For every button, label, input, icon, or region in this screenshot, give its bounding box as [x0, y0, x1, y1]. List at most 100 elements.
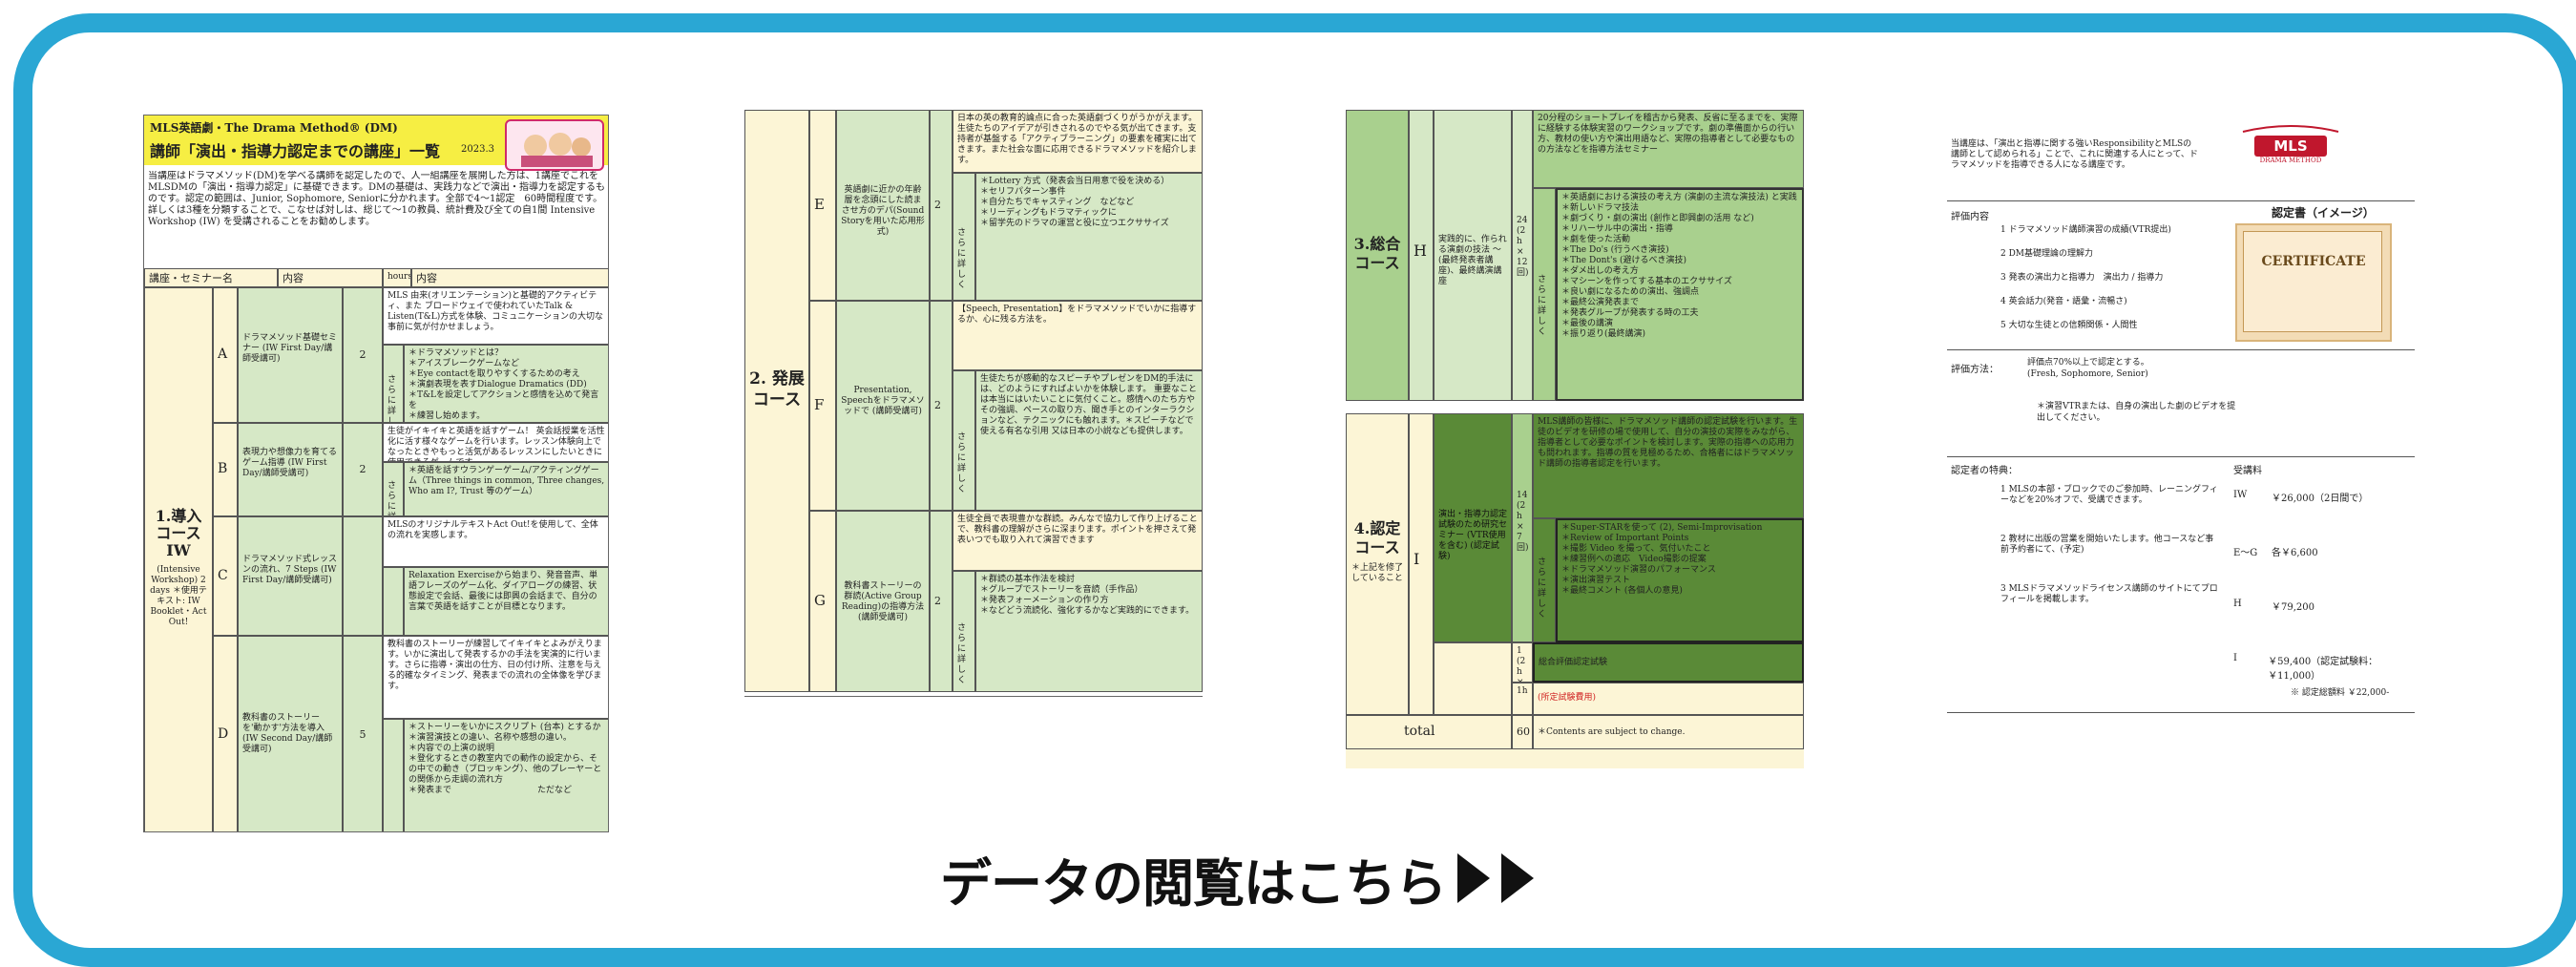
doc1-course-cell: 1.導入コースIW (Intensive Workshop) 2 days ＊使… — [144, 287, 213, 831]
doc4-perks: 1 MLSの本部・ブロックでのご参加時、レーニングフィーなどを20%オフで、受講… — [2000, 485, 2220, 634]
doc2-row-bullets: ＊群読の基本作法を検討 ＊グループでストーリーを音読（手作品） ＊発表フォーメー… — [975, 571, 1203, 692]
doc1-row-desc: 教科書のストーリーが練習してイキイキとよみがえります。いかに演出して発表するかの… — [383, 636, 608, 719]
doc4-eval-item: 1 ドラマメソッド講師演習の成績(VTR提出) — [2000, 225, 2171, 235]
doc3-course1-name: 3.総合コース — [1353, 235, 1401, 272]
doc1-course-sub: (Intensive Workshop) 2 days ＊使用テキスト: IW … — [150, 565, 207, 627]
doc4-rule-3 — [1947, 456, 2415, 457]
doc3-side1: さらに詳しく — [1533, 188, 1556, 401]
doc1-row-hours — [343, 516, 383, 636]
doc4-fee-code: H — [2233, 599, 2242, 609]
doc1-header-detail: 内容 — [411, 268, 608, 287]
doc3-side2: さらに詳しく — [1533, 518, 1556, 642]
doc2-row-code: G — [809, 511, 836, 692]
doc4-certification: 当講座は、「演出と指導に関する強いResponsibilityとMLSの講師とし… — [1947, 122, 2415, 716]
doc4-section1: 評価内容 — [1951, 212, 1989, 222]
doc4-logo-sub: DRAMA METHOD — [2259, 157, 2322, 164]
doc4-fee-price: ￥79,200 — [2272, 602, 2314, 613]
doc2-row-desc: 【Speech, Presentation】をドラマメソッドでいかに指導するか、… — [953, 301, 1203, 370]
doc3-title1: 実践的に、作られる演劇の技法 〜 (最終発表者講座)、最終講演講座 — [1434, 110, 1512, 401]
doc2-row-title: Presentation, Speechをドラマメソッドで (講師受講可) — [836, 301, 930, 511]
doc4-fee-price: ￥59,400（認定試験料：￥11,000） — [2268, 657, 2378, 682]
doc4-eval-item: 3 発表の演出力と指導力 演出力 / 指導力 — [2000, 273, 2164, 283]
doc4-fee-row: E〜G 各￥6,600 — [2233, 544, 2415, 558]
doc2-row-side: さらに詳しく — [953, 370, 975, 511]
doc1-row-desc: MLS 由来(オリエンテーション)と基礎的アクティビティ、また ブロードウェイで… — [383, 287, 608, 345]
view-data-label: データの閲覧はこちら — [940, 852, 1447, 914]
doc3-course2-name: 4.認定コース — [1353, 519, 1401, 557]
doc1-course-list: MLS英語劇・The Drama Method® (DM) 講師「演出・指導力認… — [143, 115, 609, 832]
doc2-row-desc: 日本の英の教育的論点に合った英語劇づくりがうかがえます。生徒たちのアイデアが引き… — [953, 110, 1203, 173]
doc1-row-code: D — [213, 636, 238, 831]
doc3-row4-hours: 1h — [1512, 683, 1533, 715]
doc1-row-hours: 2 — [343, 287, 383, 423]
doc1-photo — [505, 119, 604, 171]
doc2-row-bullets: 生徒たちが感動的なスピーチやプレゼンをDM的手法には、どのようにすればよいかを体… — [975, 370, 1203, 511]
doc4-section3: 認定者の特典： — [1951, 466, 2018, 476]
doc1-row-title: 教科書のストーリーを'動かす'方法を導入 (IW Second Day/講師受講… — [238, 636, 343, 831]
doc4-fee-price: 各￥6,600 — [2272, 548, 2318, 558]
doc4-eval-item: 2 DM基礎理論の理解力 — [2000, 249, 2094, 259]
doc4-perk-item: 1 MLSの本部・ブロックでのご参加時、レーニングフィーなどを20%オフで、受講… — [2000, 485, 2218, 505]
doc4-cert-heading: 認定書（イメージ） — [2272, 206, 2375, 220]
doc4-fee-row: IW ￥26,000（2日間で） — [2233, 490, 2415, 504]
doc1-row-side — [383, 567, 404, 636]
doc4-eval-text: 評価点70%以上で認定とする。 (Fresh, Sophomore, Senio… — [2027, 358, 2149, 379]
doc3-blank-cell — [1434, 642, 1512, 715]
doc4-rule-2 — [1947, 349, 2415, 350]
doc4-fee-price: ￥26,000（2日間で） — [2272, 494, 2369, 504]
doc2-row-bullets: ＊Lottery 方式（発表会当日用意で役を決める） ＊セリフパターン事件 ＊自… — [975, 173, 1203, 301]
doc1-heading: 講師「演出・指導力認定までの講座」一覧 — [150, 142, 441, 160]
doc4-perk-item: 2 教材に出版の営業を開始いたします。他コースなど事前予約者にて、(予定) — [2000, 535, 2214, 555]
doc2-course-name: 2. 発展コース — [749, 369, 805, 410]
doc1-row-desc: 生徒がイキイキと英語を話すゲーム！ 英会話授業を活性化に活す様々なゲームを行いま… — [383, 423, 608, 462]
doc1-row-title: ドラマメソッド基礎セミナー (IW First Day/講師受講可) — [238, 287, 343, 423]
doc2-row-side: さらに詳しく — [953, 571, 975, 692]
doc1-row-code: C — [213, 516, 238, 636]
doc3-row3-text: 総合評価認定試験 — [1533, 642, 1804, 683]
doc3-course1-cell: 3.総合コース — [1346, 110, 1409, 401]
doc4-cert-image: CERTIFICATE — [2235, 223, 2392, 342]
doc4-logo: MLS DRAMA METHOD — [2233, 124, 2348, 168]
doc4-eval-item: 5 大切な生徒との信頼関係・人間性 — [2000, 321, 2138, 330]
doc3-row4-text: (所定試験費用) — [1533, 683, 1804, 715]
doc4-fee-code: E〜G — [2233, 548, 2258, 558]
doc1-row-side — [383, 719, 404, 831]
doc1-row-hours: 5 — [343, 636, 383, 831]
doc2-row-hours: 2 — [930, 301, 953, 511]
doc3-bullets1: ＊英語劇における演技の考え方 (演劇の主流な演技法) と実践 ＊新しいドラマ技法… — [1556, 188, 1804, 401]
doc1-row-desc: MLSのオリジナルテキストAct Out!を使用して、全体の流れを実感します。 — [383, 516, 608, 567]
doc4-fee-code: IW — [2233, 490, 2248, 500]
view-data-link[interactable]: データの閲覧はこちら — [940, 845, 1627, 914]
doc3-total-label: total — [1346, 715, 1512, 749]
doc4-section2: 評価方法： — [1951, 365, 1999, 375]
doc4-fee-code: I — [2233, 653, 2237, 663]
doc3-advanced-course: 3.総合コース H 実践的に、作られる演劇の技法 〜 (最終発表者講座)、最終講… — [1346, 110, 1804, 778]
doc3-course2-sub: ＊上記を修了していること — [1351, 563, 1403, 583]
doc2-course-cell: 2. 発展コース — [744, 110, 809, 692]
doc4-fee-row: H ￥79,200 — [2233, 599, 2415, 613]
doc3-title2: 演出・指導力認定試験のため研究セミナー (VTR使用を含む) (認定試験) — [1434, 413, 1512, 642]
doc2-row-code: E — [809, 110, 836, 301]
doc4-cert-title: CERTIFICATE — [2261, 254, 2366, 269]
doc3-desc1: 20分程のショートプレイを稽古から発表、反省に至るまでを、実際に経験する体験実習… — [1533, 110, 1804, 188]
doc1-row-title: ドラマメソッド式レッスンの流れ、7 Steps (IW First Day/講師… — [238, 516, 343, 636]
doc1-row-side: さらに詳しく — [383, 345, 404, 423]
doc3-course2-cell: 4.認定コース ＊上記を修了していること — [1346, 413, 1409, 715]
doc4-fees-heading: 受講料 — [2233, 466, 2262, 476]
doc4-fee-total: ※ 認定総額料 ￥22,000- — [2291, 688, 2390, 698]
doc1-row-title: 表現力や想像力を育てるゲーム指導 (IW First Day/講師受講可) — [238, 423, 343, 516]
doc2-row-hours: 2 — [930, 110, 953, 301]
doc3-hours1: 24 (2h×12回) — [1512, 110, 1533, 401]
doc1-header-hours: hours — [383, 268, 411, 287]
doc3-code2: I — [1409, 413, 1434, 715]
doc1-row-bullets: Relaxation Exerciseから始まり、発音音声、単語フレーズのゲーム… — [404, 567, 608, 636]
doc4-items1: 1 ドラマメソッド講師演習の成績(VTR提出) 2 DM基礎理論の理解力 3 発表の… — [2000, 225, 2220, 345]
doc2-row-hours: 2 — [930, 511, 953, 692]
doc3-row3-hours: 1(2h×1回) — [1512, 642, 1533, 683]
doc3-bottom-band — [1346, 749, 1804, 768]
doc4-eval-item: 4 英会話力(発音・語彙・流暢さ) — [2000, 297, 2127, 306]
doc1-date: 2023.3 — [461, 144, 494, 155]
arrow-right-icon — [1457, 853, 1490, 903]
